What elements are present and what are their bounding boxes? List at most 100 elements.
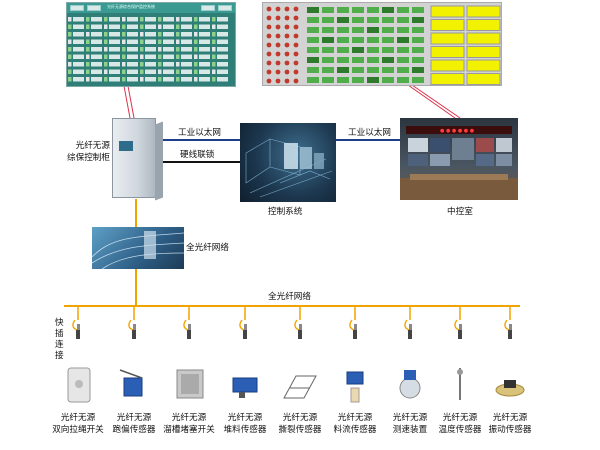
status-cell [322,67,334,73]
status-cell [307,27,319,33]
screen-cell [217,24,228,29]
status-cell [307,57,319,63]
screen-status-dot [68,62,72,67]
screen-status-dot [212,62,216,67]
status-cell [397,57,409,63]
status-cell [352,7,364,13]
quick-connect-label-3: 连 [55,340,64,350]
screen-cell [181,32,192,37]
screen-header-button [87,5,101,11]
sensor-label-line2: 堆料传感器 [223,425,267,435]
screen-status-dot [176,32,180,37]
screen-cell [127,54,138,59]
vibration-sensor-icon [492,364,528,406]
alarm-panel-cell [466,5,501,18]
screen-cell [109,32,120,37]
status-cell [322,27,334,33]
quick-connect-label-4: 接 [55,351,64,361]
screen-status-dot [176,47,180,52]
alarm-panel-cell [430,19,465,31]
screen-cell [91,39,102,44]
screen-cell [181,69,192,74]
screen-status-dot [158,69,162,74]
screen-status-dot [176,24,180,29]
status-cell [412,57,424,63]
alarm-status-dot [284,60,290,66]
screen-cell [199,77,210,82]
alarm-status-dot [293,51,299,57]
control-system-image [240,123,336,202]
quick-connector-icon [183,318,197,340]
screen-cell [91,69,102,74]
alarm-monitoring-screen [262,2,502,86]
screen-cell [91,17,102,22]
status-cell [382,57,394,63]
alarm-panel-cell [466,32,501,45]
cabinet-side [155,121,163,201]
quick-connect-label-2: 插 [55,329,64,339]
screen-cell [199,17,210,22]
status-cell [352,37,364,43]
screen-cell [109,62,120,67]
status-cell [337,67,349,73]
screen-status-dot [140,32,144,37]
screen-status-dot [122,62,126,67]
screen-status-dot [194,69,198,74]
screen-status-dot [68,69,72,74]
screen-status-dot [158,24,162,29]
screen-status-dot [104,32,108,37]
screen-status-dot [212,69,216,74]
alarm-panel-cell [466,46,501,58]
alarm-status-dot [266,69,272,75]
sensor-label-line1: 光纤无源 [171,413,207,423]
screen-status-dot [122,24,126,29]
status-cell [397,27,409,33]
screen-cell [109,24,120,29]
status-cell [337,37,349,43]
control-system-label: 控制系统 [268,207,303,217]
screen-status-dot [104,17,108,22]
status-cell [322,7,334,13]
status-cell [367,27,379,33]
screen-cell [145,69,156,74]
sensor-label-line1: 光纤无源 [392,413,428,423]
all-optical-network-label-1: 全光纤网络 [186,243,229,253]
status-cell [397,7,409,13]
alarm-status-dot [284,78,290,84]
status-cell [367,57,379,63]
screen-cell [163,77,174,82]
screen-status-dot [68,54,72,59]
screen-status-dot [104,47,108,52]
screen-status-dot [104,69,108,74]
monitoring-screen-main: 光纤无源综合保护监控系统 [66,2,236,87]
status-cell [307,47,319,53]
status-cell [352,47,364,53]
speed-measurement-icon [392,364,428,406]
screen-status-dot [140,69,144,74]
monitoring-screen-grid [68,17,228,82]
optical-network-illustration [92,231,184,269]
sensor-label-line2: 温度传感器 [438,425,482,435]
ethernet-label-1: 工业以太网 [178,128,221,138]
screen-cell [73,69,84,74]
screen-status-dot [158,32,162,37]
alarm-status-dot [275,78,281,84]
status-cell [412,27,424,33]
status-cell [352,57,364,63]
status-cell [382,37,394,43]
alarm-status-dot [284,24,290,30]
screen-cell [73,17,84,22]
status-cell [322,77,334,83]
screen-status-dot [140,62,144,67]
status-cell [322,47,334,53]
sensor-label-line1: 光纤无源 [60,413,96,423]
screen-cell [127,77,138,82]
sensor-label-line2: 撕裂传感器 [278,425,322,435]
screen-cell [109,17,120,22]
screen-status-dot [122,69,126,74]
screen-status-dot [68,32,72,37]
sensor-label-line1: 光纤无源 [492,413,528,423]
screen-status-dot [158,54,162,59]
status-cell [367,37,379,43]
screen-cell [163,32,174,37]
